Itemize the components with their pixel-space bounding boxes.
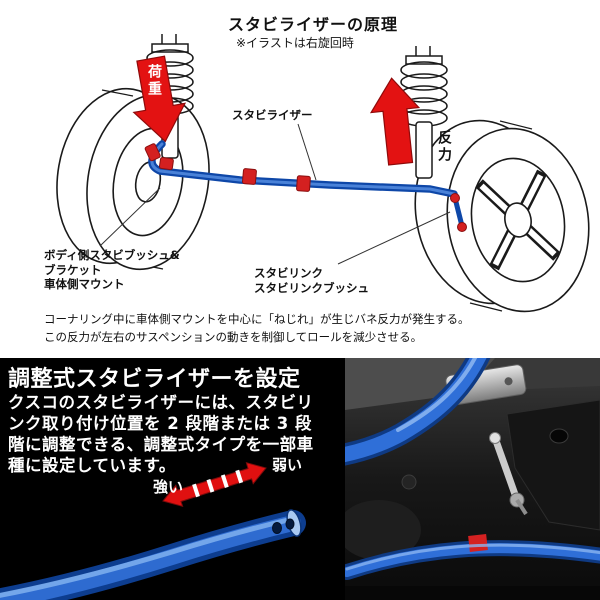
principle-section: スタビライザーの原理 ※イラストは右旋回時 荷重 反力 スタビライザー ボディ側… (44, 15, 590, 346)
link-label: スタビリンク スタビリンクブッシュ (254, 266, 369, 295)
body-text-line: 階に調整できる、調整式タイプを一部車 (8, 435, 314, 454)
body-text-line: 種に設定しています。 (8, 456, 176, 475)
direction-arrow-icon (162, 461, 267, 508)
mount-label: ボディ側スタビブッシュ& ブラケット 車体側マウント (44, 248, 180, 292)
blue-stabilizer-lower (345, 534, 600, 580)
blue-stabilizer-main (345, 358, 491, 466)
subframe-shadow (345, 500, 421, 560)
frame-bolt (401, 474, 417, 490)
load-label: 荷重 (146, 64, 162, 98)
drop-link (489, 432, 528, 516)
reaction-arrow-icon (369, 77, 421, 166)
mount-label-line: 車体側マウント (44, 277, 125, 291)
left-wheel (56, 87, 210, 271)
link-label-line: スタビリンク (254, 266, 323, 280)
bar-end-holes (272, 509, 302, 537)
weak-label: 弱い (272, 456, 303, 474)
stabilizer-label: スタビライザー (232, 108, 313, 122)
photo-bottom-shadow (345, 586, 600, 600)
load-arrow-icon (132, 55, 187, 143)
body-text-line: ンク取り付け位置を 2 段階または 3 段 (8, 414, 312, 433)
suspension-diagram (56, 34, 590, 313)
adjustable-bar-illustration (0, 461, 306, 600)
principle-caption: コーナリング中に車体側マウントを中心に「ねじれ」が生じバネ反力が発生する。 この… (44, 310, 470, 346)
stabilizer-link-right (450, 193, 467, 232)
installed-stabilizer-photo (345, 358, 600, 600)
mount-label-line: ボディ側スタビブッシュ& (44, 248, 180, 262)
arm-bolt (549, 428, 569, 444)
control-arm (506, 399, 600, 531)
right-wheel (414, 119, 590, 313)
strong-label: 強い (153, 478, 184, 496)
red-band (468, 534, 488, 552)
leader-lines (99, 123, 451, 265)
adjustable-section: 調整式スタビライザーを設定 クスコのスタビライザーには、スタビリ ンク取り付け位… (0, 358, 600, 600)
caption-line: この反力が左右のサスペンションの動きを制御してロールを減少させる。 (44, 330, 423, 344)
section-title: スタビライザーの原理 (228, 15, 399, 34)
adjustable-body-text: クスコのスタビライザーには、スタビリ ンク取り付け位置を 2 段階または 3 段… (8, 392, 314, 476)
bushes-brackets (144, 143, 311, 192)
caption-line: コーナリング中に車体側マウントを中心に「ねじれ」が生じバネ反力が発生する。 (44, 312, 470, 326)
right-strut (400, 46, 448, 179)
reaction-label: 反力 (436, 130, 452, 164)
adjustable-heading: 調整式スタビライザーを設定 (8, 367, 301, 392)
mount-label-line: ブラケット (44, 262, 102, 277)
body-text-line: クスコのスタビライザーには、スタビリ (8, 393, 314, 412)
illustration-note: ※イラストは右旋回時 (236, 36, 354, 50)
adjustable-bar (0, 510, 306, 600)
link-label-line: スタビリンクブッシュ (254, 280, 369, 295)
